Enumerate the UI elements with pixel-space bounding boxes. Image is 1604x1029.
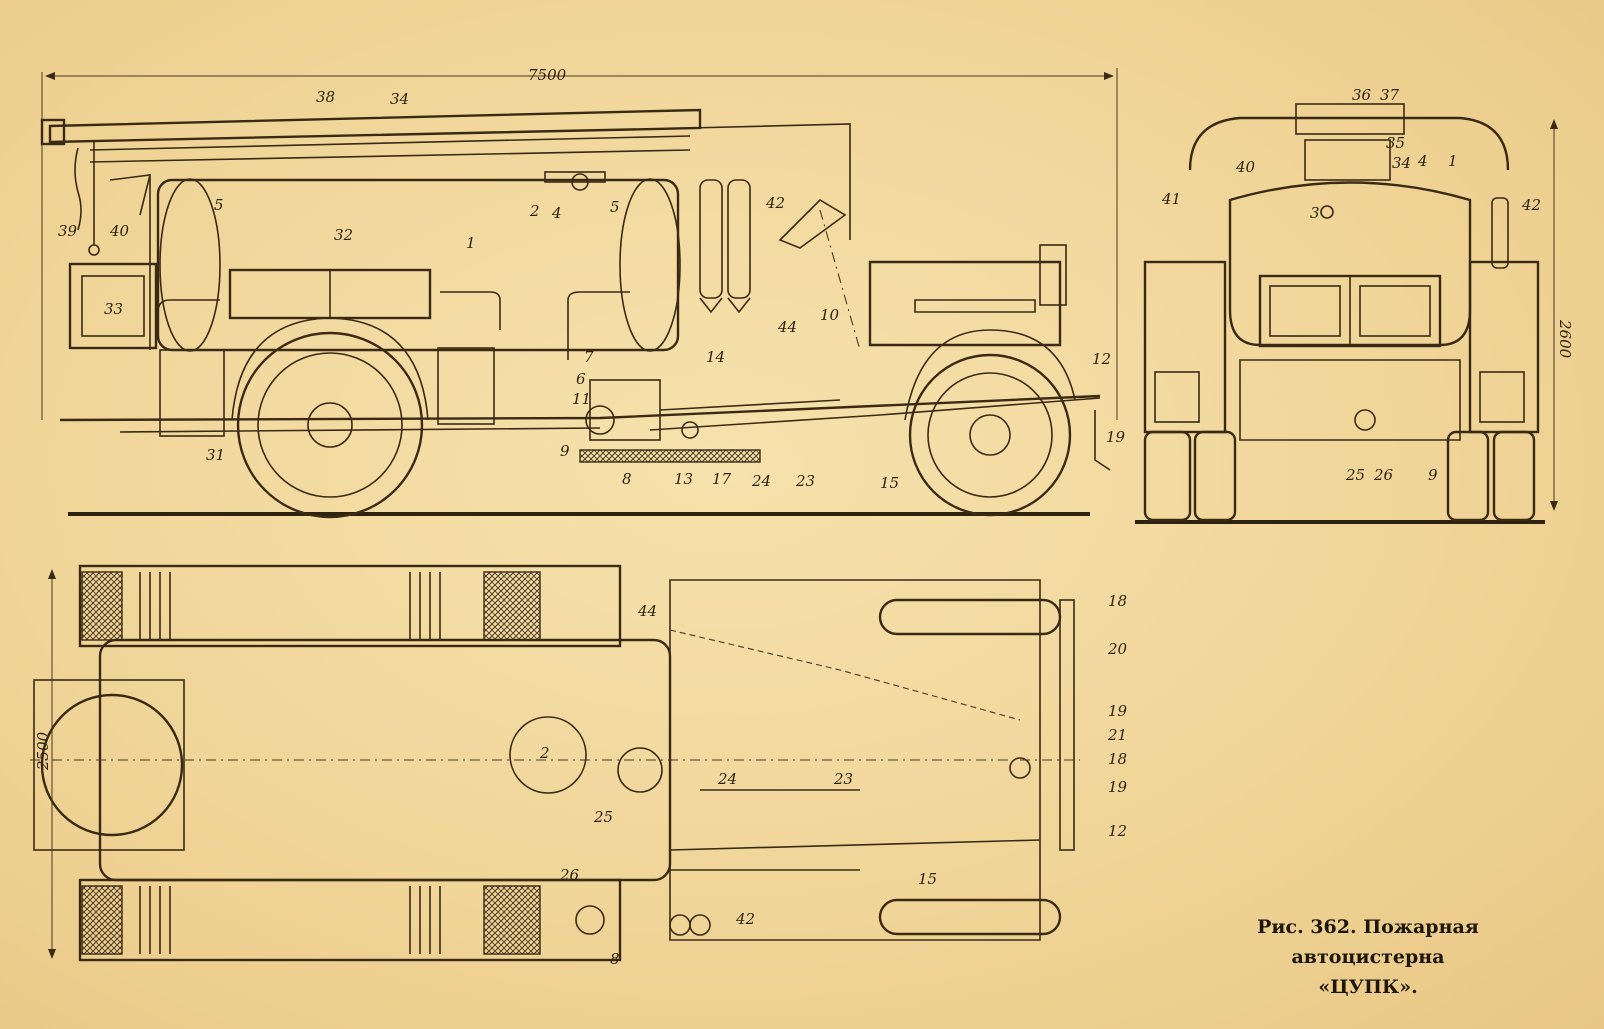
callout: 10 <box>820 306 840 324</box>
callout: 2 <box>529 202 540 220</box>
callout: 37 <box>1380 86 1400 104</box>
callout: 35 <box>1386 134 1405 152</box>
caption-line-2: «ЦУПК». <box>1318 976 1418 998</box>
callout: 25 <box>593 808 613 826</box>
callout: 32 <box>334 226 353 244</box>
callout: 4 <box>551 204 562 222</box>
callout: 42 <box>735 910 755 928</box>
callout: 44 <box>777 318 797 336</box>
callout: 44 <box>637 602 657 620</box>
callout: 2 <box>539 744 550 762</box>
callout: 1 <box>466 234 476 252</box>
callout: 25 <box>1345 466 1365 484</box>
callout: 13 <box>674 470 693 488</box>
dimension-labels: 7500 2600 2500 <box>34 66 1574 771</box>
callout: 40 <box>1235 158 1256 176</box>
callout: 19 <box>1108 702 1128 720</box>
callout: 42 <box>1521 196 1541 214</box>
callout: 12 <box>1092 350 1111 368</box>
callout: 34 <box>1392 154 1411 172</box>
callout: 38 <box>316 88 335 106</box>
rear-view <box>1135 103 1558 524</box>
callout: 17 <box>712 470 732 488</box>
callout: 18 <box>1108 750 1127 768</box>
callout: 26 <box>1373 466 1394 484</box>
callout: 11 <box>572 390 591 408</box>
callout: 34 <box>390 90 409 108</box>
callout: 4 <box>1417 152 1428 170</box>
callout: 9 <box>560 442 570 460</box>
length-dimension: 7500 <box>528 66 567 84</box>
callout: 15 <box>880 474 899 492</box>
callout: 5 <box>214 196 224 214</box>
callout: 19 <box>1106 428 1126 446</box>
callout: 7 <box>584 348 594 366</box>
plan-view <box>30 564 1080 962</box>
callout: 24 <box>717 770 737 788</box>
callout: 23 <box>833 770 853 788</box>
callout: 8 <box>610 950 620 968</box>
callout: 42 <box>765 194 785 212</box>
rear-view-callouts: 36 37 35 34 4 1 40 41 3 42 25 26 9 <box>1161 86 1541 484</box>
callout: 21 <box>1107 726 1127 744</box>
height-dimension: 2600 <box>1556 319 1574 359</box>
callout: 5 <box>610 198 620 216</box>
callout: 12 <box>1108 822 1127 840</box>
plan-view-callouts: 44 18 20 19 21 18 19 12 2 24 23 25 15 26… <box>539 592 1128 968</box>
callout: 1 <box>1448 152 1458 170</box>
callout: 19 <box>1108 778 1128 796</box>
width-dimension: 2500 <box>34 731 52 771</box>
caption-line-1: Рис. 362. Пожарная автоцистерна <box>1257 916 1479 968</box>
callout: 36 <box>1352 86 1372 104</box>
callout: 26 <box>559 866 580 884</box>
callout: 14 <box>706 348 725 366</box>
callout: 6 <box>576 370 586 388</box>
side-view <box>40 68 1118 519</box>
callout: 20 <box>1107 640 1128 658</box>
callout: 24 <box>751 472 771 490</box>
callout: 3 <box>1310 204 1320 222</box>
callout: 23 <box>795 472 815 490</box>
callout: 8 <box>622 470 632 488</box>
callout: 41 <box>1161 190 1181 208</box>
callout: 15 <box>918 870 937 888</box>
callout: 40 <box>109 222 130 240</box>
figure-caption: Рис. 362. Пожарная автоцистерна «ЦУПК». <box>1178 912 1558 1002</box>
side-view-callouts: 38 34 5 2 4 5 42 39 40 32 1 33 44 10 14 … <box>58 88 1126 492</box>
callout: 39 <box>58 222 78 240</box>
callout: 9 <box>1428 466 1438 484</box>
callout: 18 <box>1108 592 1127 610</box>
callout: 33 <box>104 300 123 318</box>
callout: 31 <box>206 446 225 464</box>
